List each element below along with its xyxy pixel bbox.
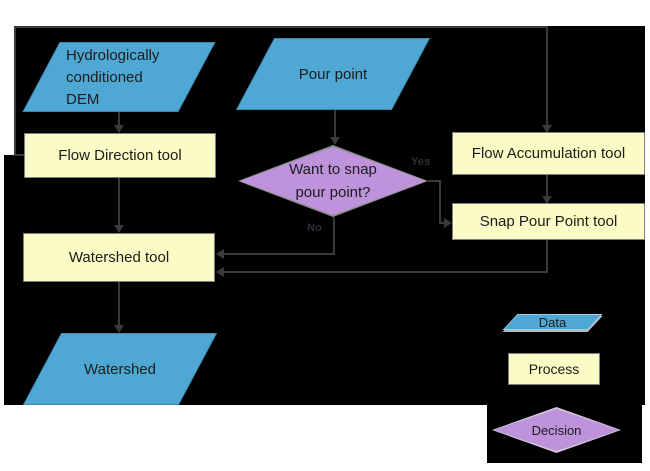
edge-yes-h2	[439, 222, 445, 224]
legend-decision-shape	[492, 407, 621, 453]
edge-fd-to-wt	[118, 178, 120, 225]
legend-data-label: Data	[538, 314, 567, 330]
edge-fd-to-fa-stub	[14, 154, 26, 156]
legend-decision-label: Decision	[531, 422, 582, 438]
node-flow-direction: Flow Direction tool	[24, 133, 216, 178]
edge-no-h	[224, 253, 335, 255]
edge-fa-to-spp	[546, 175, 548, 196]
arrowhead-into-decision	[330, 137, 340, 145]
edge-spp-to-wt-v	[546, 240, 548, 273]
node-decision-shape	[238, 145, 428, 217]
edge-fd-to-fa-top	[14, 26, 548, 28]
node-flow-accumulation: Flow Accumulation tool	[452, 132, 645, 175]
edge-spp-to-wt-h	[224, 271, 548, 273]
node-decision-label: Want to snap pour point?	[289, 161, 377, 201]
edge-fd-to-fa-left	[14, 26, 16, 156]
edge-wt-to-watershed	[118, 282, 120, 325]
arrowhead-into-watershed-tool-right-2	[216, 267, 224, 277]
node-pour-point-label: Pour point	[298, 65, 368, 83]
node-watershed-tool: Watershed tool	[23, 233, 215, 282]
edge-fd-to-fa-drop	[546, 28, 548, 125]
node-dem-label: Hydrologically conditioned DEM	[66, 47, 160, 108]
edge-yes-h1	[428, 180, 441, 182]
arrowhead-into-watershed	[114, 325, 124, 333]
edge-dem-to-fd	[118, 112, 120, 125]
arrowhead-into-watershed-tool-top	[114, 225, 124, 233]
arrowhead-into-watershed-tool-right-1	[216, 249, 224, 259]
edge-pp-to-decision	[334, 110, 336, 137]
edge-label-yes: Yes	[411, 156, 431, 168]
edge-yes-v	[439, 180, 441, 224]
node-snap-pour-point: Snap Pour Point tool	[452, 203, 645, 240]
arrowhead-into-snap-pour-point-left	[444, 218, 452, 228]
node-watershed-label: Watershed	[84, 360, 156, 378]
legend-process-shape	[508, 353, 600, 385]
arrowhead-into-flow-accumulation	[542, 125, 552, 133]
edge-label-no: No	[307, 222, 323, 234]
arrowhead-into-flow-direction	[114, 125, 124, 133]
legend-process-label: Process	[528, 361, 580, 377]
edge-no-v	[333, 217, 335, 255]
arrowhead-into-snap-pour-point-top	[542, 196, 552, 204]
